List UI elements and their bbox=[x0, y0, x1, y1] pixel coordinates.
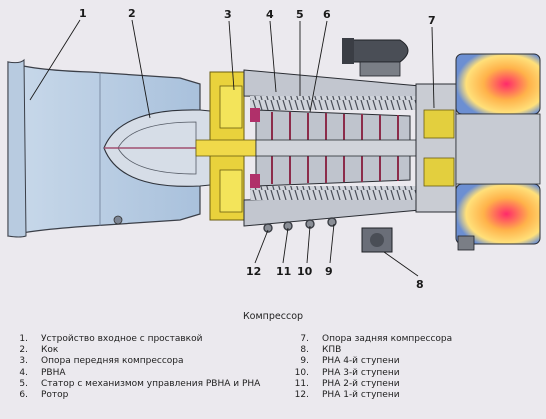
legend-text: РВНА bbox=[41, 367, 66, 378]
legend-item: 7. Опора задняя компрессора bbox=[283, 334, 452, 345]
legend-text: Опора передняя компрессора bbox=[41, 356, 184, 367]
legend-item: 5. Статор с механизмом управления РВНА и … bbox=[10, 379, 260, 390]
legend-number: 1. bbox=[19, 334, 28, 344]
callout-10: 10 bbox=[297, 265, 313, 278]
legend-number: 8. bbox=[300, 345, 309, 356]
legend-number: 3. bbox=[19, 356, 28, 367]
legend-number: 5. bbox=[19, 378, 28, 389]
legend-item: 2. Кок bbox=[10, 345, 260, 356]
legend-number: 12. bbox=[294, 390, 309, 401]
legend-number: 2. bbox=[19, 345, 28, 356]
legend-text: КПВ bbox=[322, 345, 342, 356]
callout-6: 6 bbox=[323, 8, 331, 21]
legend-text: РНА 3-й ступени bbox=[322, 367, 400, 378]
callout-2: 2 bbox=[128, 7, 136, 20]
legend-number: 7. bbox=[300, 334, 309, 344]
legend-left: 1.Устройство входное с проставкой 2.Кок … bbox=[10, 334, 260, 401]
legend-text: РНА 2-й ступени bbox=[322, 378, 400, 389]
legend-item: 10. РНА 3-й ступени bbox=[283, 368, 452, 379]
bleed-valve bbox=[361, 227, 475, 253]
legend-item: 11. РНА 2-й ступени bbox=[283, 379, 452, 390]
legend-item: 3. Опора передняя компрессора bbox=[10, 356, 260, 367]
legend-number: 10. bbox=[294, 367, 309, 378]
legend-number: 6. bbox=[19, 390, 28, 401]
compressor-stator-casing bbox=[243, 69, 421, 227]
callout-11: 11 bbox=[276, 265, 291, 278]
callout-3: 3 bbox=[224, 8, 232, 21]
callout-4: 4 bbox=[266, 8, 274, 21]
rotor bbox=[255, 109, 417, 187]
front-bearing-support bbox=[195, 71, 257, 221]
callout-1: 1 bbox=[79, 7, 87, 20]
legend-text: Кок bbox=[41, 345, 59, 356]
callout-5: 5 bbox=[296, 8, 304, 21]
legend-text: РНА 4-й ступени bbox=[322, 356, 400, 367]
vane-control-mechanism bbox=[250, 108, 260, 188]
legend-item: 4. РВНА bbox=[10, 368, 260, 379]
legend-item: 9. РНА 4-й ступени bbox=[283, 356, 452, 367]
legend-item: 6. Ротор bbox=[10, 390, 260, 401]
callout-7: 7 bbox=[428, 14, 436, 27]
callout-leaders bbox=[29, 19, 435, 277]
legend-text: Устройство входное с проставкой bbox=[41, 334, 203, 344]
legend-item: 1. Устройство входное с проставкой bbox=[10, 334, 260, 345]
legend-number: 9. bbox=[300, 356, 309, 367]
callout-8: 8 bbox=[416, 278, 424, 291]
legend-text: Ротор bbox=[41, 390, 69, 401]
legend-item: 8. КПВ bbox=[283, 345, 452, 356]
compressor-cross-section: 1 2 3 4 5 6 7 8 9 10 11 12 bbox=[7, 7, 541, 291]
legend-text: Статор с механизмом управления РВНА и РН… bbox=[41, 378, 261, 389]
figure-caption: Компрессор bbox=[242, 311, 304, 322]
legend-number: 4. bbox=[19, 367, 28, 378]
legend-text: РНА 1-й ступени bbox=[322, 390, 400, 401]
legend-right: 7. Опора задняя компрессора 8. КПВ 9. РНА 4… bbox=[283, 334, 453, 401]
callout-9: 9 bbox=[325, 265, 333, 278]
callout-12: 12 bbox=[246, 265, 261, 278]
legend-number: 11. bbox=[294, 378, 309, 389]
legend-item: 12. РНА 1-й ступени bbox=[283, 390, 452, 401]
combustion-section bbox=[455, 53, 541, 245]
legend-text: Опора задняя компрессора bbox=[322, 334, 453, 344]
top-accessory-unit bbox=[342, 38, 409, 77]
rear-bearing-support bbox=[415, 83, 457, 213]
callout-labels: 1 2 3 4 5 6 7 8 9 10 11 12 bbox=[79, 7, 436, 291]
